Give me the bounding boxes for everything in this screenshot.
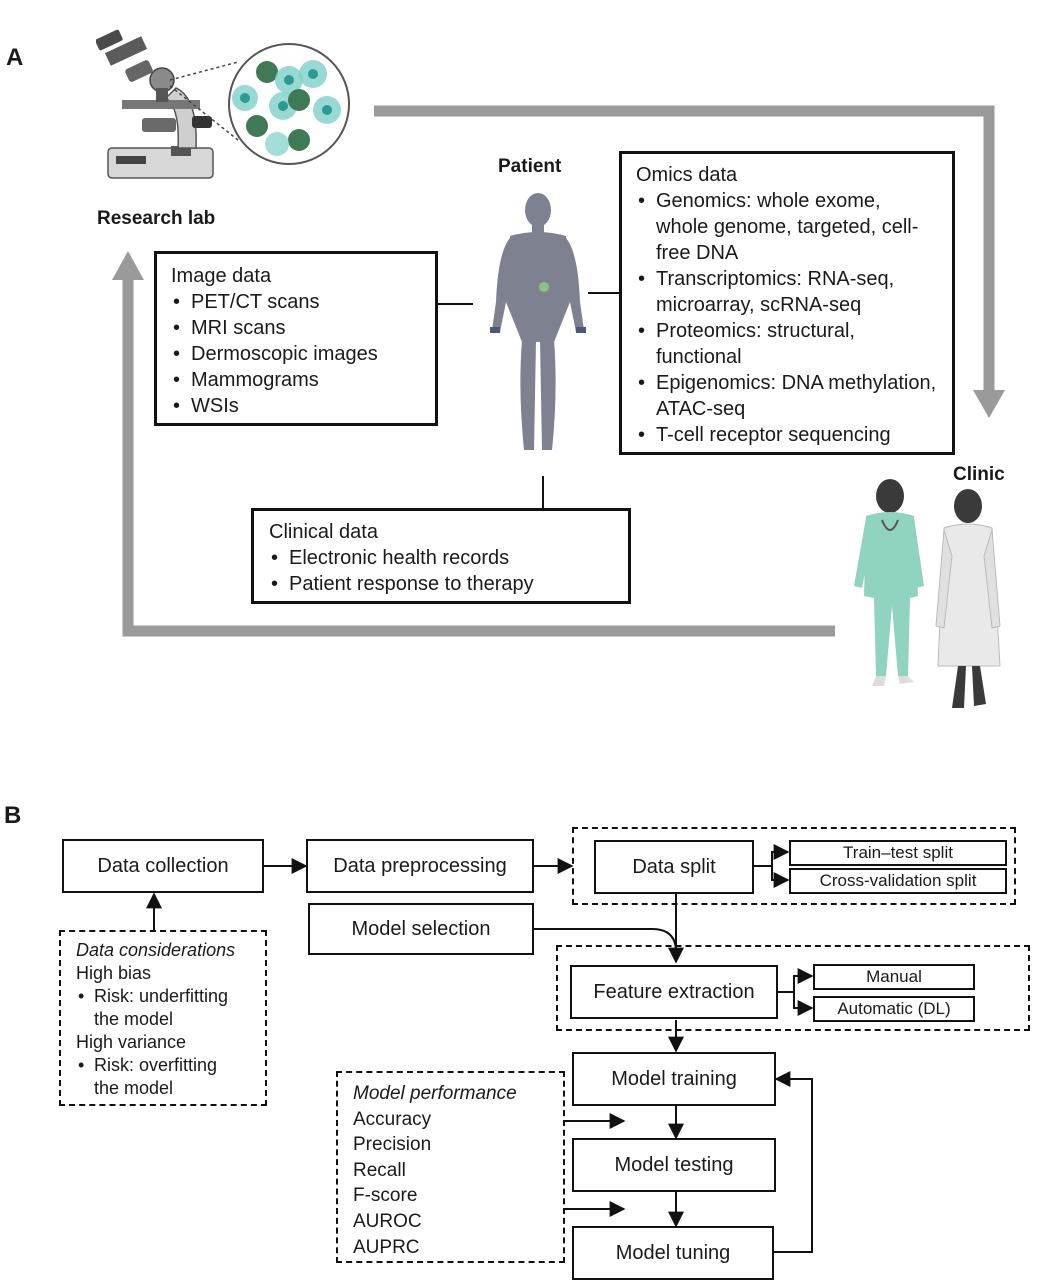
metric-item: Accuracy [353, 1108, 432, 1130]
panel-b-label: B [4, 802, 22, 829]
cross-validation-split-box: Cross-validation split [789, 868, 1007, 894]
research-lab-label: Research lab [97, 208, 216, 229]
list-item: Epigenomics: DNA methylation, ATAC-seq [636, 370, 938, 422]
list-item: Transcriptomics: RNA-seq, microarray, sc… [636, 266, 938, 318]
list-item: WSIs [171, 393, 421, 419]
risk-overfitting: Risk: overfitting [76, 1054, 266, 1077]
lab-to-clinic-arrowhead [973, 390, 1005, 418]
model-testing-box: Model testing [572, 1138, 776, 1192]
clinical-data-title: Clinical data [269, 521, 378, 543]
microscope-icon [96, 29, 214, 179]
clinic-label: Clinic [953, 464, 1005, 485]
omics-data-list: Genomics: whole exome, whole genome, tar… [636, 188, 938, 448]
model-tuning-box: Model tuning [572, 1226, 774, 1280]
metric-item: Precision [353, 1134, 432, 1156]
omics-data-title: Omics data [636, 164, 738, 186]
train-test-split-box: Train–test split [789, 840, 1007, 866]
model-selection-box: Model selection [308, 903, 534, 955]
high-bias-label: High bias [76, 963, 152, 983]
data-collection-box: Data collection [62, 839, 264, 893]
image-data-list: PET/CT scans MRI scans Dermoscopic image… [171, 289, 421, 419]
automatic-dl-box: Automatic (DL) [813, 996, 975, 1022]
image-data-box: Image data PET/CT scans MRI scans Dermos… [154, 251, 438, 426]
metric-item: F-score [353, 1185, 418, 1207]
list-item: Dermoscopic images [171, 341, 421, 367]
list-item: Patient response to therapy [269, 571, 613, 597]
list-item: PET/CT scans [171, 289, 421, 315]
data-split-group [572, 827, 1016, 905]
data-considerations-title: Data considerations [76, 940, 236, 960]
clinicians-icon [854, 479, 1001, 708]
metric-item: AUPRC [353, 1236, 420, 1258]
image-data-title: Image data [171, 265, 272, 287]
feature-extraction-group [556, 945, 1030, 1031]
list-item: Mammograms [171, 367, 421, 393]
high-variance-label: High variance [76, 1032, 187, 1052]
cells-magnified-icon [228, 43, 350, 165]
list-item: T-cell receptor sequencing [636, 422, 938, 448]
model-performance-text: Model performance Accuracy Precision Rec… [353, 1081, 517, 1260]
list-item: Genomics: whole exome, whole genome, tar… [636, 188, 938, 266]
metric-item: AUROC [353, 1210, 422, 1232]
risk-overfitting-cont: the model [94, 1078, 174, 1098]
list-item: Electronic health records [269, 545, 613, 571]
feature-extraction-box: Feature extraction [570, 965, 778, 1019]
patient-label: Patient [498, 156, 562, 177]
list-item: Proteomics: structural, functional [636, 318, 938, 370]
data-considerations-box [59, 930, 267, 1106]
patient-body-icon [490, 193, 586, 450]
lab-to-clinic-arrow [374, 105, 995, 392]
clinic-to-lab-arrowhead [112, 251, 144, 280]
model-performance-box [336, 1071, 565, 1263]
panel-a-label: A [6, 44, 24, 71]
clinical-data-list: Electronic health records Patient respon… [269, 545, 613, 597]
risk-underfitting-cont: the model [94, 1009, 174, 1029]
data-split-box: Data split [594, 840, 754, 894]
omics-data-box: Omics data Genomics: whole exome, whole … [619, 151, 955, 455]
manual-box: Manual [813, 964, 975, 990]
data-preprocessing-box: Data preprocessing [306, 839, 534, 893]
data-considerations-text: Data considerations High bias Risk: unde… [76, 939, 266, 1100]
list-item: MRI scans [171, 315, 421, 341]
model-performance-title: Model performance [353, 1083, 517, 1104]
clinic-to-lab-arrow [122, 278, 835, 637]
model-training-box: Model training [572, 1052, 776, 1106]
metric-item: Recall [353, 1159, 406, 1181]
risk-underfitting: Risk: underfitting [76, 985, 266, 1008]
clinical-data-box: Clinical data Electronic health records … [251, 508, 631, 604]
